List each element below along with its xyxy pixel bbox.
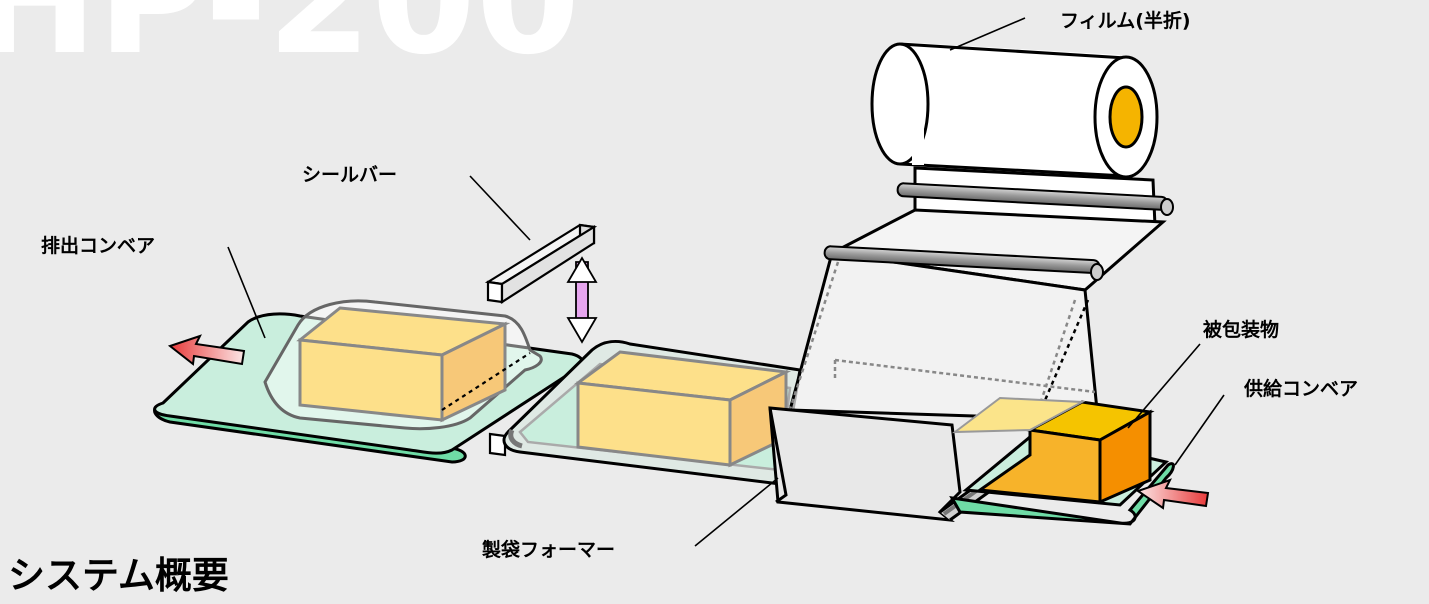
seal-bar [484, 223, 598, 305]
seal-bar-lower [488, 432, 507, 457]
label-seal-bar: シールバー [302, 164, 531, 241]
film-web [778, 166, 1167, 441]
guide-rod-upper [896, 182, 1174, 216]
film-label: フィルム(半折) [1060, 9, 1191, 32]
label-film: フィルム(半折) [949, 9, 1191, 51]
wrapped-item-box [951, 396, 1155, 505]
bag-former-label: 製袋フォーマー [481, 538, 615, 561]
wrapped-item-label: 被包装物 [1203, 318, 1279, 341]
film-inner-outline [833, 358, 1096, 394]
label-discharge-conveyor: 排出コンベア [41, 234, 266, 339]
label-supply-conveyor: 供給コンベア [1174, 377, 1358, 466]
label-wrapped-item: 被包装物 [1127, 318, 1279, 429]
exit-arrow [167, 334, 246, 366]
guide-rod-lower [823, 245, 1104, 281]
watermark-text: HP-200 [0, 0, 580, 88]
wrapped-box-sealed [296, 306, 531, 423]
discharge-conveyor-label: 排出コンベア [41, 234, 155, 257]
seal-motion-arrow [566, 256, 598, 344]
supply-conveyor-label: 供給コンベア [1243, 377, 1358, 400]
page-title: システム概要 [8, 554, 229, 597]
label-bag-former: 製袋フォーマー [481, 477, 779, 561]
wrapped-box-middle [574, 350, 792, 468]
seal-bar-label: シールバー [302, 164, 397, 186]
film-roll [870, 42, 1159, 179]
supply-arrow [1135, 478, 1210, 510]
